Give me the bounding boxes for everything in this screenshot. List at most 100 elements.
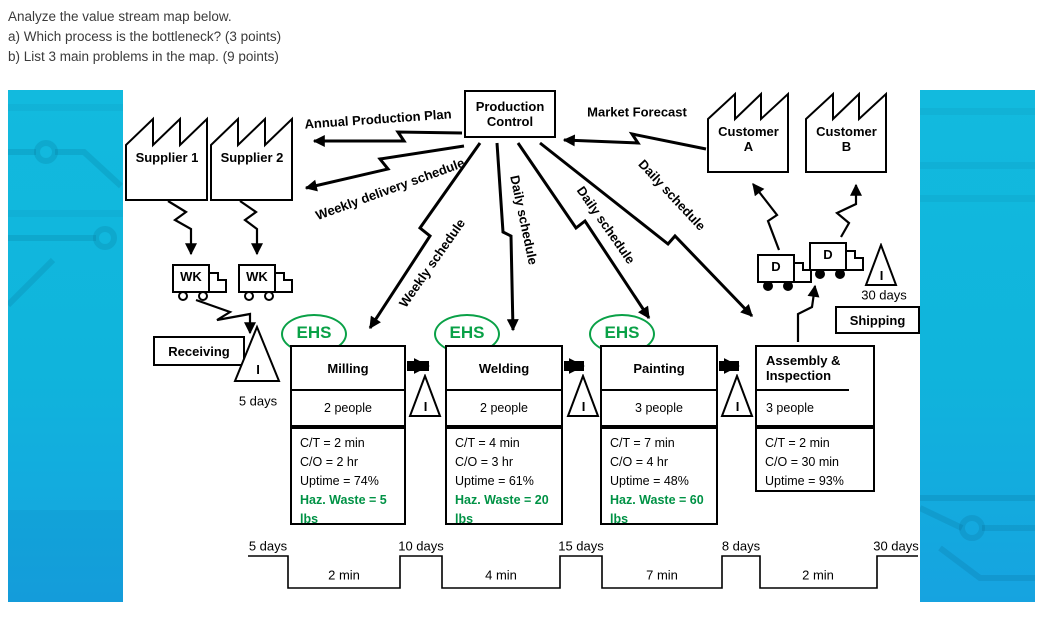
changeover: C/O = 2 hr	[300, 455, 359, 469]
wait-time-5: 30 days	[873, 538, 919, 554]
circuit-pattern-icon	[920, 108, 1035, 581]
factory-icon	[210, 116, 293, 201]
cycle-time-4: 2 min	[802, 567, 834, 583]
daily-schedule-label-2: Daily schedule	[573, 183, 639, 267]
truck-to-customer-a-arrow	[752, 183, 781, 251]
customer-b-label: Customer B	[816, 124, 877, 154]
process-data-milling: C/T = 2 min C/O = 2 hr Uptime = 74% Haz.…	[290, 427, 406, 526]
cycle-time-2: 4 min	[485, 567, 517, 583]
uptime: Uptime = 74%	[300, 474, 379, 488]
wait-time-4: 8 days	[721, 538, 761, 554]
cycle-time-3: 7 min	[646, 567, 678, 583]
process-people: 2 people	[324, 401, 372, 415]
production-control-label: Production Control	[475, 99, 545, 129]
haz-waste: Haz. Waste = 20 lbs	[455, 493, 549, 526]
svg-text:I: I	[582, 399, 586, 414]
haz-waste: Haz. Waste = 5 lbs	[300, 493, 387, 526]
process-title: Painting	[602, 347, 716, 391]
supplier-1-factory: Supplier 1	[125, 112, 209, 202]
wk-truck-1: WK	[172, 258, 230, 302]
process-box-assembly-inspection: Assembly & Inspection 3 people	[755, 345, 875, 427]
process-people: 2 people	[480, 401, 528, 415]
supplier-2-factory: Supplier 2	[210, 112, 294, 202]
cycle-time: C/T = 2 min	[300, 436, 365, 450]
uptime: Uptime = 48%	[610, 474, 689, 488]
daily-schedule-label-3: Daily schedule	[635, 156, 709, 234]
wk-truck-1-label: WK	[180, 269, 202, 284]
svg-text:I: I	[736, 399, 740, 414]
process-title: Welding	[447, 347, 561, 391]
d-truck-1-label: D	[771, 259, 781, 274]
process-data-welding: C/T = 4 min C/O = 3 hr Uptime = 61% Haz.…	[445, 427, 563, 526]
truck-icon	[172, 264, 227, 301]
cycle-time: C/T = 4 min	[455, 436, 520, 450]
process-box-welding: Welding 2 people	[445, 345, 563, 427]
customer-a-label: Customer A	[718, 124, 779, 154]
supplier-1-label: Supplier 1	[135, 150, 199, 165]
changeover: C/O = 3 hr	[455, 455, 514, 469]
wk-truck-2-label: WK	[246, 269, 268, 284]
inventory-triangle-2: I	[566, 374, 600, 417]
inventory-triangle-1: I	[408, 374, 442, 417]
daily-schedule-label-1: Daily schedule	[507, 173, 541, 267]
annual-production-plan-arrow	[312, 130, 463, 147]
market-forecast-label: Market Forecast	[587, 104, 687, 120]
weekly-delivery-schedule-label: Weekly delivery schedule	[313, 155, 467, 223]
daily-schedule-arrow-2	[516, 142, 651, 320]
production-control-box: Production Control	[464, 90, 556, 138]
svg-text:I: I	[880, 268, 884, 283]
shipping-label: Shipping	[849, 312, 906, 328]
process-box-milling: Milling 2 people	[290, 345, 406, 427]
shipping-box: Shipping	[835, 306, 920, 334]
cycle-time: C/T = 2 min	[765, 436, 830, 450]
supplier-2-label: Supplier 2	[220, 150, 284, 165]
customer-a-factory: Customer A	[707, 88, 790, 174]
question-line-2: a) Which process is the bottleneck? (3 p…	[8, 29, 282, 44]
factory-icon	[805, 91, 887, 173]
customer-b-factory: Customer B	[805, 88, 888, 174]
assembly-to-trucks-arrow	[796, 284, 820, 342]
daily-schedule-arrow-1	[495, 142, 519, 332]
receiving-label: Receiving	[168, 343, 230, 359]
d-truck-2: D	[809, 236, 867, 280]
changeover: C/O = 30 min	[765, 455, 839, 469]
svg-text:I: I	[256, 362, 260, 377]
truck-to-customer-b-arrow	[834, 183, 862, 238]
wait-time-1: 5 days	[248, 538, 288, 554]
process-title: Milling	[292, 347, 404, 391]
annual-production-plan-label: Annual Production Plan	[303, 106, 453, 132]
haz-waste: Haz. Waste = 60 lbs	[610, 493, 704, 526]
inventory-triangle-3: I	[720, 374, 754, 417]
left-cyan-band	[8, 90, 123, 602]
truck-icon	[809, 242, 864, 279]
weekly-schedule-label: Weekly schedule	[395, 215, 469, 311]
inbound-inventory-days: 5 days	[238, 393, 278, 409]
process-people: 3 people	[635, 401, 683, 415]
factory-icon	[125, 116, 208, 201]
right-cyan-band	[920, 90, 1035, 602]
inventory-triangle-inbound: I	[233, 324, 281, 382]
inventory-triangle-outbound: I	[864, 243, 898, 286]
wk-truck-2: WK	[238, 258, 296, 302]
uptime: Uptime = 93%	[765, 474, 844, 488]
process-people: 3 people	[766, 401, 814, 415]
question-line-1: Analyze the value stream map below.	[8, 9, 232, 24]
changeover: C/O = 4 hr	[610, 455, 669, 469]
question-block: Analyze the value stream map below. a) W…	[8, 7, 281, 67]
market-forecast-arrow	[562, 131, 707, 151]
wait-time-3: 15 days	[558, 538, 604, 554]
process-data-assembly-inspection: C/T = 2 min C/O = 30 min Uptime = 93%	[755, 427, 875, 492]
question-line-3: b) List 3 main problems in the map. (9 p…	[8, 49, 279, 64]
cycle-time: C/T = 7 min	[610, 436, 675, 450]
d-truck-1: D	[757, 248, 815, 292]
wait-time-2: 10 days	[398, 538, 444, 554]
supplier-2-to-truck-arrow	[239, 200, 263, 256]
supplier-1-to-truck-arrow	[167, 200, 197, 256]
outbound-inventory-days: 30 days	[861, 287, 907, 303]
d-truck-2-label: D	[823, 247, 833, 262]
receiving-box: Receiving	[153, 336, 245, 366]
svg-text:I: I	[424, 399, 428, 414]
truck-icon	[238, 264, 293, 301]
uptime: Uptime = 61%	[455, 474, 534, 488]
